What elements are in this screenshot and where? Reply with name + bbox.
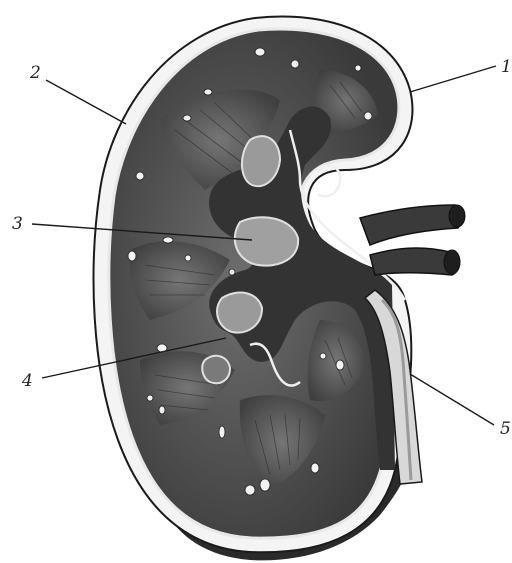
callout-label-1: 1 (501, 57, 512, 77)
leader-line-1 (410, 66, 496, 92)
callout-label-2: 2 (29, 63, 41, 83)
renal-papilla-bottom (202, 356, 230, 383)
renal-vessels (360, 205, 465, 275)
renal-papilla-middle (235, 217, 298, 265)
callout-label-4: 4 (21, 371, 33, 391)
leader-line-2 (46, 80, 126, 124)
callout-label-5: 5 (500, 419, 511, 439)
callout-label-3: 3 (12, 214, 23, 234)
renal-papilla-lower (217, 293, 262, 333)
leader-line-5 (410, 374, 494, 425)
